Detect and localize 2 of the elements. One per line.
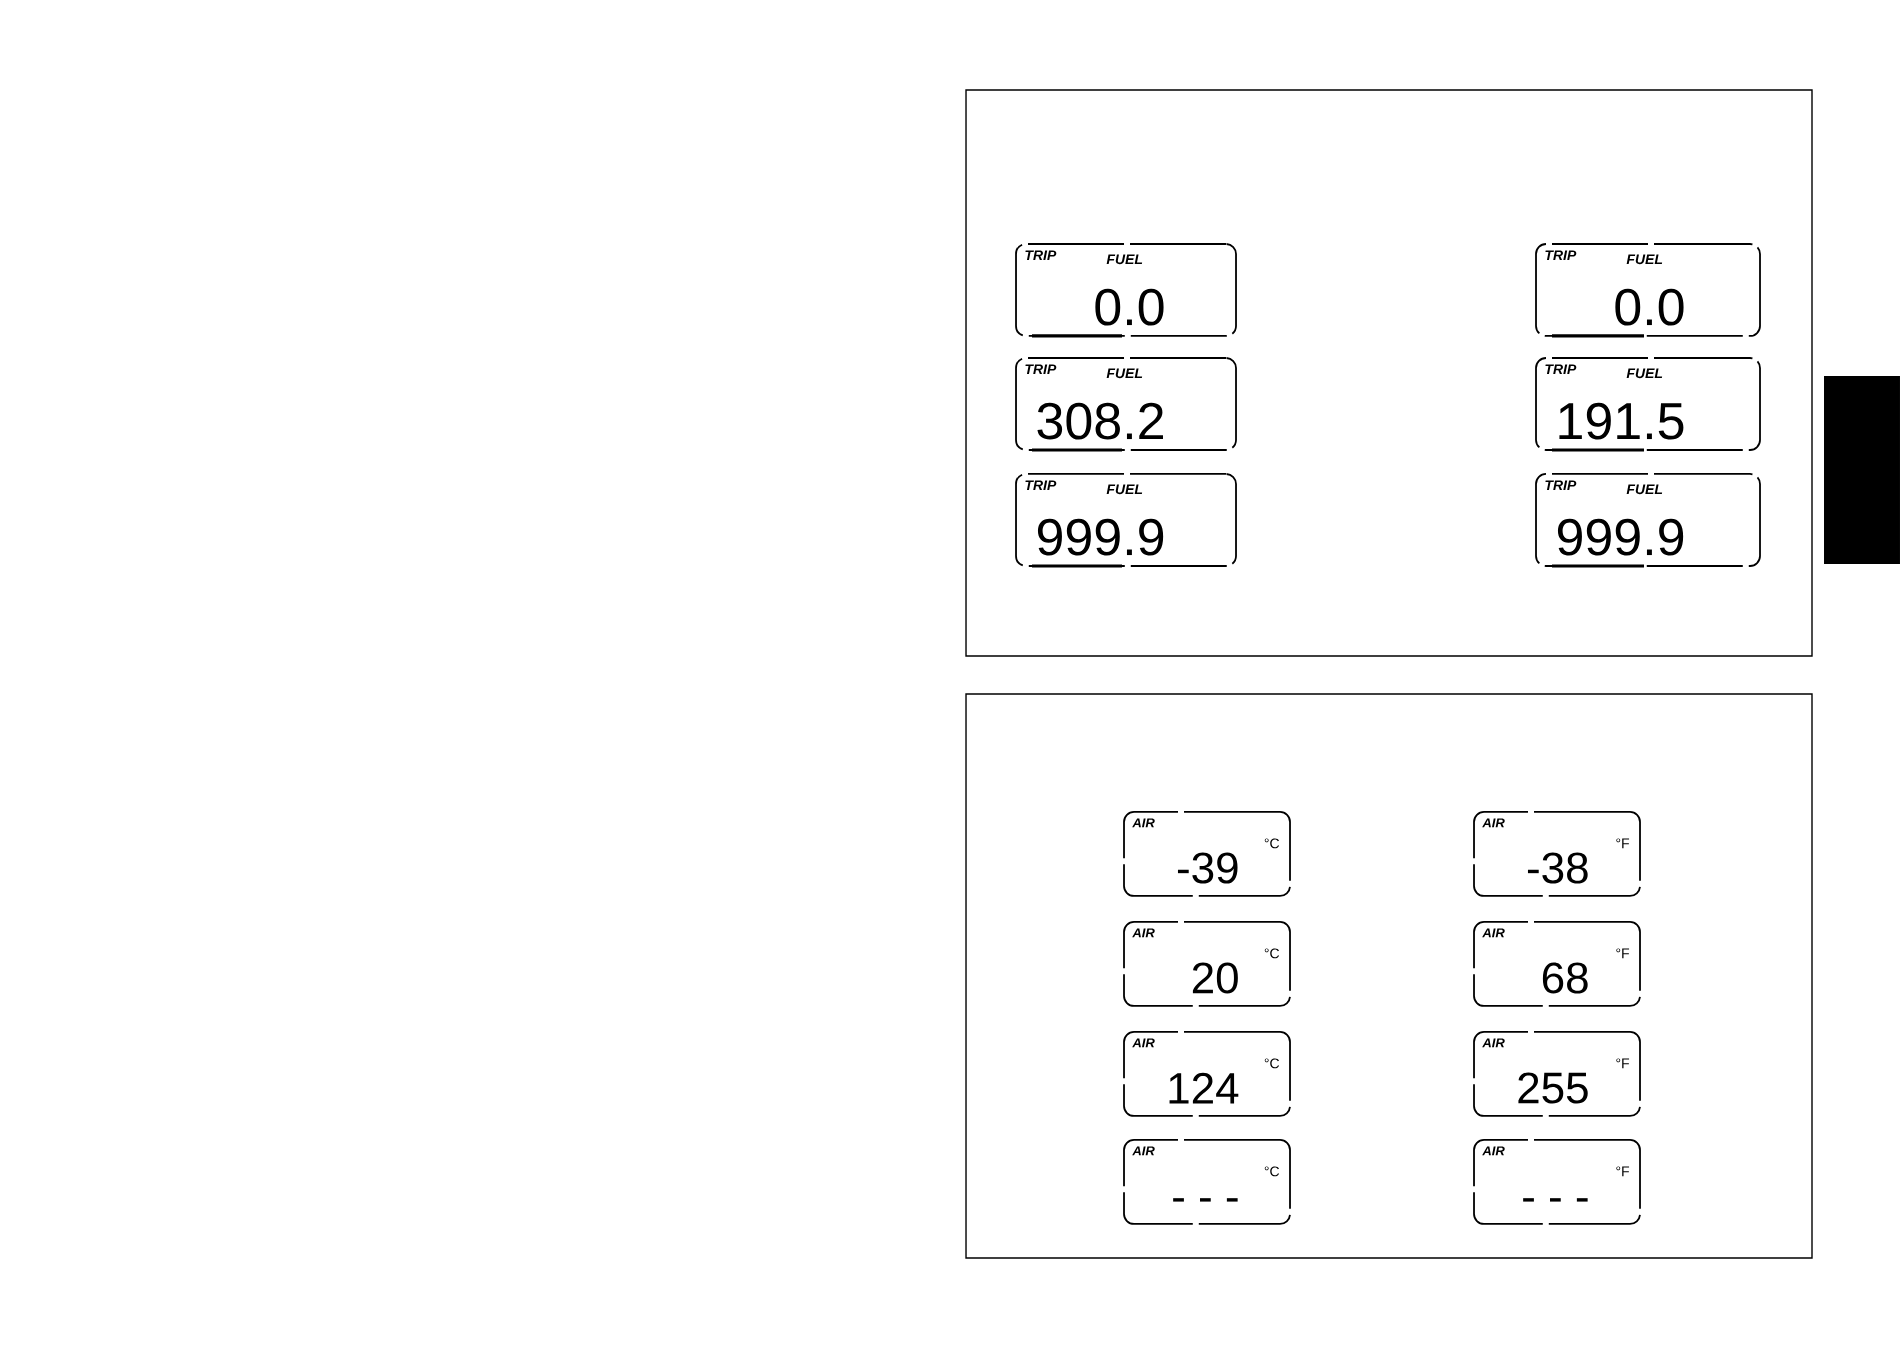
display-panel xyxy=(965,89,1813,657)
display-panel xyxy=(965,693,1813,1259)
